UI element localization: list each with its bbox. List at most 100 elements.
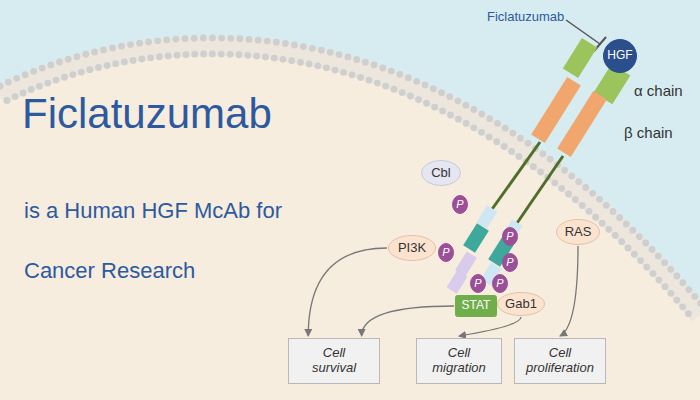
lipid-layer — [0, 35, 700, 318]
drug-label: Ficlatuzumab — [487, 9, 564, 24]
lipid-head — [104, 62, 111, 69]
lipid-head — [74, 53, 81, 60]
lipid-head — [127, 41, 134, 48]
lipid-head — [112, 60, 119, 67]
lipid-head — [592, 214, 599, 221]
lipid-head — [579, 202, 586, 209]
lipid-head — [599, 220, 606, 227]
lipid-head — [200, 51, 207, 58]
lipid-head — [582, 184, 589, 191]
box-outline — [515, 339, 606, 384]
alpha-chain — [563, 38, 597, 78]
box-outline — [417, 339, 502, 384]
lipid-head — [174, 52, 181, 59]
lipid-head — [396, 71, 403, 78]
lipid-head — [109, 45, 116, 52]
lipid-head — [502, 125, 509, 132]
lipid-head — [517, 135, 524, 142]
node-text: RAS — [565, 225, 592, 240]
protein-oval: Gab1 — [497, 292, 545, 316]
lipid-head — [309, 45, 316, 52]
signal-arrow — [308, 248, 387, 336]
box-outline — [456, 296, 497, 317]
lipid-head — [306, 61, 313, 68]
lipid-head — [227, 35, 234, 42]
node-text: P — [456, 198, 463, 211]
phospho-site: P — [438, 243, 454, 262]
lipid-head — [655, 253, 662, 260]
ligand-circle: HGF — [603, 39, 637, 73]
lipid-head — [673, 297, 680, 304]
oval-outline — [422, 161, 461, 186]
lipid-head — [494, 120, 501, 127]
protein-oval: Cbl — [421, 160, 461, 186]
lipid-head — [547, 156, 554, 163]
lipid-head — [280, 56, 287, 63]
oval-outline — [498, 293, 545, 316]
lipid-head — [65, 56, 72, 63]
lipid-head — [572, 196, 579, 203]
lipid-head — [22, 71, 29, 78]
lipid-head — [13, 75, 20, 82]
node-text-group: Gab1 — [505, 297, 537, 312]
phospho-site: P — [492, 274, 508, 293]
lipid-head — [616, 214, 623, 221]
node-text-group: P — [506, 230, 513, 243]
lipid-head — [336, 51, 343, 58]
lipid-head — [332, 67, 339, 74]
node-text-group: P — [506, 256, 513, 269]
lipid-head — [697, 300, 700, 307]
node-text-group: Cbl — [431, 166, 451, 181]
lipid-head — [61, 74, 68, 81]
signal-arrow — [459, 317, 521, 336]
lipid-head — [246, 36, 253, 43]
outcome-box: Cell proliferation — [514, 338, 606, 384]
lipid-head — [209, 51, 216, 58]
lipid-head — [300, 43, 307, 50]
outcome-box: Cell survival — [288, 338, 380, 384]
protein-oval: RAS — [556, 219, 600, 245]
lipid-head — [182, 51, 189, 58]
lipid-head — [353, 56, 360, 63]
lipid-head — [165, 52, 172, 59]
lipid-head — [82, 51, 89, 58]
lipid-head — [515, 153, 522, 160]
lipid-head — [486, 134, 493, 141]
lipid-head — [357, 74, 364, 81]
signal-arrow — [362, 306, 454, 336]
lipid-head — [53, 77, 60, 84]
lipid-head — [679, 303, 686, 310]
lipid-head — [447, 112, 454, 119]
subtitle: is a Human HGF McAb for — [24, 198, 282, 224]
lipid-head — [539, 150, 546, 157]
lipid-head — [209, 35, 216, 42]
lipid-head — [264, 38, 271, 45]
node-text-group: P — [456, 198, 463, 211]
lipid-head — [486, 115, 493, 122]
lipid-head — [525, 140, 532, 147]
lipid-head — [318, 47, 325, 54]
lipid-head — [130, 57, 137, 64]
lipid-head — [438, 89, 445, 96]
lipid-head — [565, 191, 572, 198]
lipid-head — [91, 49, 98, 56]
lipid-head — [568, 173, 575, 180]
lipid-head — [182, 35, 189, 42]
lipid-head — [642, 240, 649, 247]
chain-label: β chain — [624, 124, 673, 141]
lipid-head — [423, 100, 430, 107]
node-text: P — [474, 277, 481, 290]
lipid-head — [551, 179, 558, 186]
lipid-head — [121, 59, 128, 66]
lipid-head — [95, 64, 102, 71]
node-text: STAT — [462, 299, 491, 313]
stat-box: STAT — [455, 295, 497, 317]
node-text: Cell survival — [312, 346, 356, 376]
lipid-head — [36, 83, 43, 90]
lipid-head — [382, 83, 389, 90]
lipid-head — [637, 257, 644, 264]
lipid-head — [366, 77, 373, 84]
lipid-head — [145, 39, 152, 46]
lipid-head — [509, 130, 516, 137]
lipid-head — [218, 51, 225, 58]
